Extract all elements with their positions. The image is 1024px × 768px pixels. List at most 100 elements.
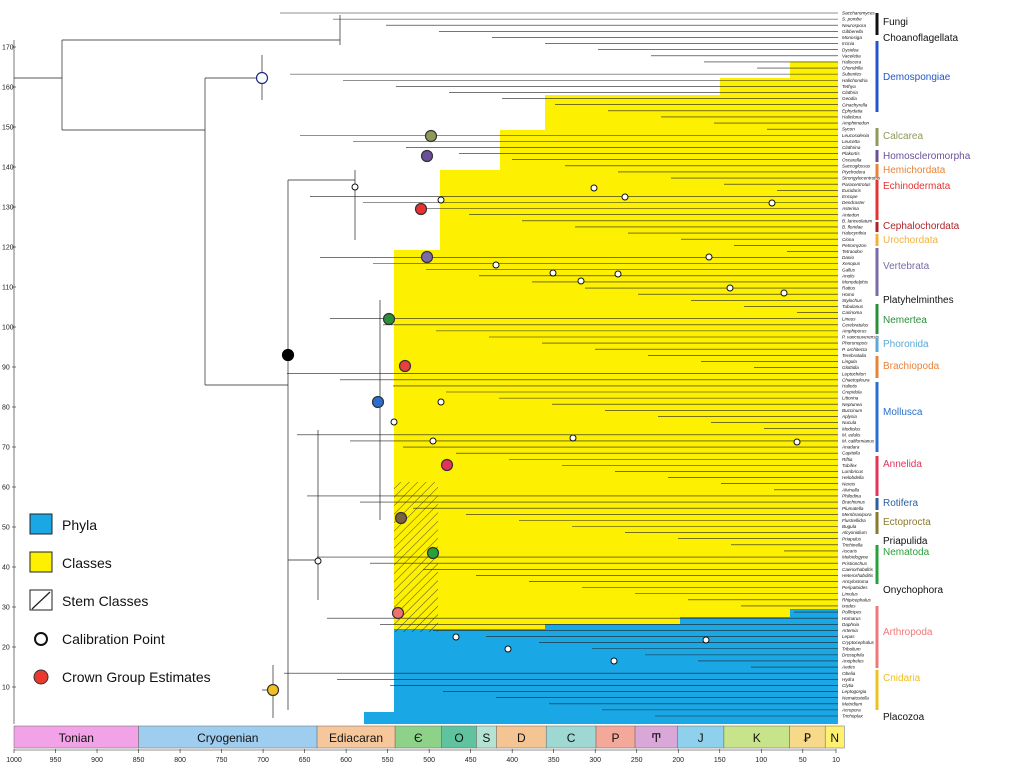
taxon-label: Geodia <box>842 96 857 101</box>
period-label: D <box>517 731 526 745</box>
group-label: Choanoflagellata <box>883 33 958 44</box>
group-label: Cnidaria <box>883 673 921 684</box>
calibration-point <box>702 636 710 644</box>
taxon-label: Acropora <box>841 707 861 712</box>
taxon-label: Terebratalia <box>842 353 867 358</box>
group-label: Homoscleromorpha <box>883 151 971 162</box>
taxon-label: Gibberella <box>842 29 863 34</box>
taxon-label: Eucidaris <box>842 188 862 193</box>
crown-cnidaria <box>266 683 280 697</box>
y-tick-label: 100 <box>2 325 14 332</box>
legend-label: Crown Group Estimates <box>62 669 211 685</box>
y-tick-label: 160 <box>2 85 14 92</box>
x-tick-label: 950 <box>50 757 62 764</box>
taxon-label: Clathria <box>842 90 858 95</box>
taxon-label: Tubulanus <box>842 304 864 309</box>
taxon-label: Halocynthia <box>842 231 866 236</box>
tree-branches <box>14 12 838 718</box>
taxon-label: Anolis <box>841 273 855 278</box>
taxon-label: Plakortis <box>842 151 860 156</box>
taxon-label: Leptogorgia <box>842 689 867 694</box>
taxon-label: M. californianus <box>842 439 875 444</box>
taxon-label: Chondrilla <box>842 66 863 71</box>
taxon-label: Aedes <box>841 665 856 670</box>
taxon-label: Priapulus <box>842 536 862 541</box>
taxon-label: Drosophila <box>842 652 864 657</box>
x-tick-label: 700 <box>257 757 269 764</box>
group-label: Urochordata <box>883 235 938 246</box>
taxon-label: Membranipora <box>842 512 872 517</box>
legend-swatch-calibration <box>34 632 48 646</box>
taxon-label: Homarus <box>842 616 861 621</box>
taxon-label: Ircinia <box>842 41 855 46</box>
y-tick-label: 10 <box>2 685 10 692</box>
taxon-label: M. edulis <box>842 432 861 437</box>
group-label: Echinodermata <box>883 181 951 192</box>
taxon-label: Ciona <box>842 237 854 242</box>
group-label: Vertebrata <box>883 261 930 272</box>
taxon-label: Asterina <box>841 206 859 211</box>
calibration-point <box>437 196 445 204</box>
crown-nematoda <box>426 546 440 560</box>
x-tick-label: 850 <box>133 757 145 764</box>
taxon-label: Tubifex <box>842 463 857 468</box>
x-tick-label: 300 <box>589 757 601 764</box>
taxon-label: Heterorhabditis <box>842 573 874 578</box>
taxon-label: S. pombe <box>842 17 862 22</box>
taxon-label: Crepidula <box>842 390 862 395</box>
taxon-label: Sycon <box>842 127 855 132</box>
taxon-label: Lumbricus <box>842 469 864 474</box>
taxon-label: Lingula <box>842 359 857 364</box>
crown-mollusca <box>371 395 385 409</box>
taxon-label: Ptychodera <box>842 170 866 175</box>
node-markers <box>255 71 801 697</box>
taxon-label: Amphiporus <box>841 328 867 333</box>
x-tick-label: 350 <box>548 757 560 764</box>
group-label: Brachiopoda <box>883 361 940 372</box>
crown-echinodermata <box>414 202 428 216</box>
legend-label: Calibration Point <box>62 631 165 647</box>
calibration-point <box>793 438 801 446</box>
taxon-label: Gallus <box>842 267 856 272</box>
classes-area <box>394 62 838 629</box>
calibration-point <box>351 183 359 191</box>
taxon-label: Buccinum <box>842 408 862 413</box>
taxon-label: Obelia <box>842 671 856 676</box>
x-tick-label: 900 <box>91 757 103 764</box>
group-label: Phoronida <box>883 339 929 350</box>
taxon-label: Saccharomyces <box>842 11 875 16</box>
taxon-label: Flustrellidra <box>842 518 866 523</box>
taxon-label: Nucula <box>842 420 857 425</box>
taxon-label: Artemia <box>841 628 858 633</box>
taxon-label: Alcyonidium <box>841 530 867 535</box>
crown-arthropoda <box>391 606 405 620</box>
taxon-label: Paracentrotus <box>842 182 871 187</box>
calibration-point <box>614 270 622 278</box>
taxon-label: Halichondria <box>842 78 868 83</box>
taxon-label: Clathrina <box>842 145 861 150</box>
y-tick-label: 30 <box>2 605 10 612</box>
period-box <box>824 725 845 749</box>
calibration-point <box>492 261 500 269</box>
period-label: O <box>454 731 463 745</box>
taxon-label: Pristionchus <box>842 561 868 566</box>
x-tick-label: 150 <box>714 757 726 764</box>
taxon-label: Cerebratulus <box>842 322 869 327</box>
legend-swatch-phyla <box>29 513 53 535</box>
y-tick-label: 170 <box>2 45 14 52</box>
taxon-label: Haliclona <box>842 115 861 120</box>
calibration-point-demospongiae <box>255 71 269 85</box>
y-tick-label: 120 <box>2 245 14 252</box>
taxon-label: Saccoglossus <box>842 163 871 168</box>
taxon-label: Strongylocentrotus <box>842 176 881 181</box>
phyla-area <box>364 609 838 724</box>
x-tick-label: 50 <box>799 757 807 764</box>
taxon-label: Hydra <box>842 677 855 682</box>
taxon-label: B. floridae <box>842 225 863 230</box>
taxon-label: Aplysia <box>841 414 857 419</box>
taxon-label: Xenopus <box>841 261 861 266</box>
legend-swatch-crown <box>33 669 49 685</box>
taxon-label: Meloidogyne <box>842 555 868 560</box>
taxon-label: Littorina <box>842 396 859 401</box>
